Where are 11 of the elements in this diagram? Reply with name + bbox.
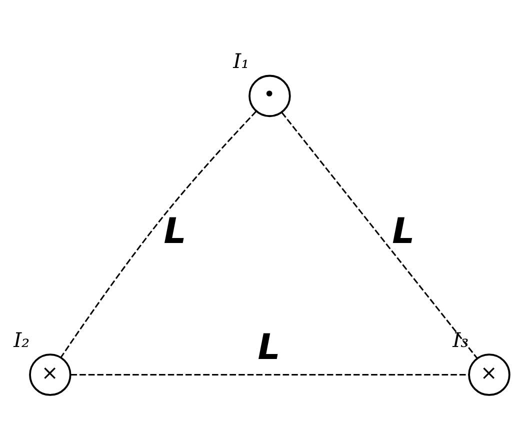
node-circle: ×	[468, 354, 510, 396]
connector	[70, 374, 469, 376]
edge-label: L	[258, 326, 280, 368]
node-label: I₁	[233, 48, 250, 73]
edge-label: L	[164, 210, 186, 252]
connector	[281, 112, 478, 359]
edge-label: L	[392, 210, 415, 252]
node-circle: ×	[29, 354, 72, 396]
connector	[60, 110, 257, 358]
node-label: I₂	[14, 328, 30, 352]
node-circle: •	[248, 74, 291, 118]
